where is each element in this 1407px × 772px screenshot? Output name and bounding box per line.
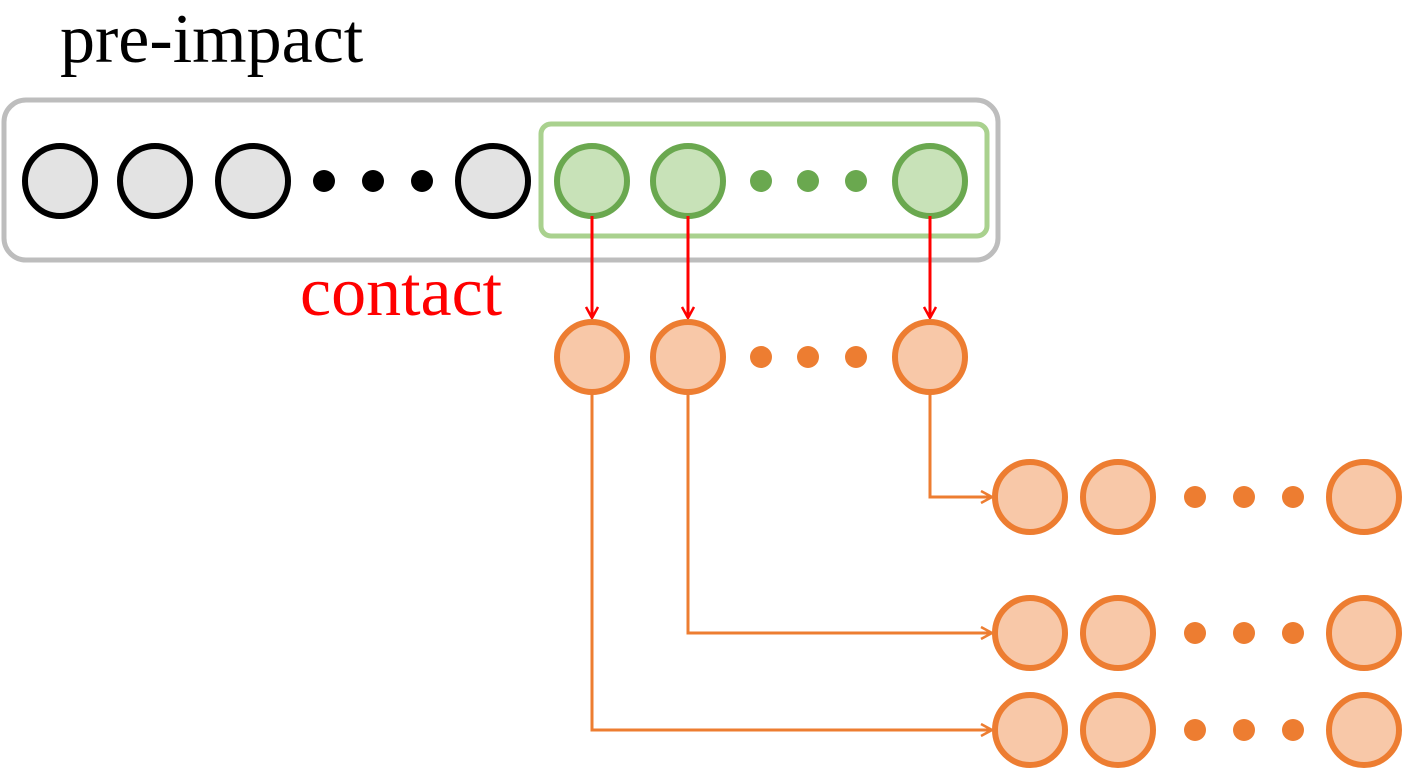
pre-impact-node [22, 143, 98, 219]
contact-sequence [554, 319, 968, 395]
ellipsis-dot [1184, 486, 1206, 508]
branch-node [1080, 692, 1156, 768]
pre-impact-node [215, 143, 291, 219]
ellipsis-dot [362, 170, 384, 192]
ellipsis-dot [750, 346, 772, 368]
ellipsis-dot [845, 346, 867, 368]
contact-label: contact [300, 254, 503, 331]
branch-sequence-2 [992, 595, 1402, 671]
branch-node [992, 459, 1068, 535]
branch-node [1080, 459, 1156, 535]
ellipsis-dot [411, 170, 433, 192]
ellipsis-dot [1282, 622, 1304, 644]
ellipsis-dot [313, 170, 335, 192]
pre-impact-node [455, 143, 531, 219]
pre-impact-label: pre-impact [60, 1, 364, 78]
branch-node [1326, 595, 1402, 671]
pre-impact-node [117, 143, 193, 219]
contact-window-sequence [554, 143, 968, 219]
branch-sequence-1 [992, 459, 1402, 535]
branch-node [992, 595, 1068, 671]
branch-node [1326, 459, 1402, 535]
branch-sequence-3 [992, 692, 1402, 768]
ellipsis-dot [845, 170, 867, 192]
ellipsis-dot [1233, 719, 1255, 741]
contact-window-node [650, 143, 726, 219]
pre-impact-sequence [22, 143, 531, 219]
ellipsis-dot [1282, 719, 1304, 741]
ellipsis-dot [1233, 486, 1255, 508]
contact-window-box [538, 121, 990, 239]
ellipsis-dot [750, 170, 772, 192]
ellipsis-dot [797, 170, 819, 192]
ellipsis-dot [1233, 622, 1255, 644]
contact-node [554, 319, 630, 395]
ellipsis-dot [1184, 719, 1206, 741]
contact-arrows [592, 216, 930, 318]
branch-connector [928, 392, 992, 497]
branch-node [1080, 595, 1156, 671]
contact-window-node [554, 143, 630, 219]
ellipsis-dot [1184, 622, 1206, 644]
ellipsis-dot [797, 346, 819, 368]
contact-node [892, 319, 968, 395]
contact-window-node [892, 143, 968, 219]
ellipsis-dot [1282, 486, 1304, 508]
branch-node [1326, 692, 1402, 768]
branch-node [992, 692, 1068, 768]
branch-connector [590, 392, 992, 730]
pre-impact-box [1, 97, 1001, 263]
branch-connector [686, 392, 992, 633]
branch-connectors [590, 392, 992, 730]
contact-node [650, 319, 726, 395]
